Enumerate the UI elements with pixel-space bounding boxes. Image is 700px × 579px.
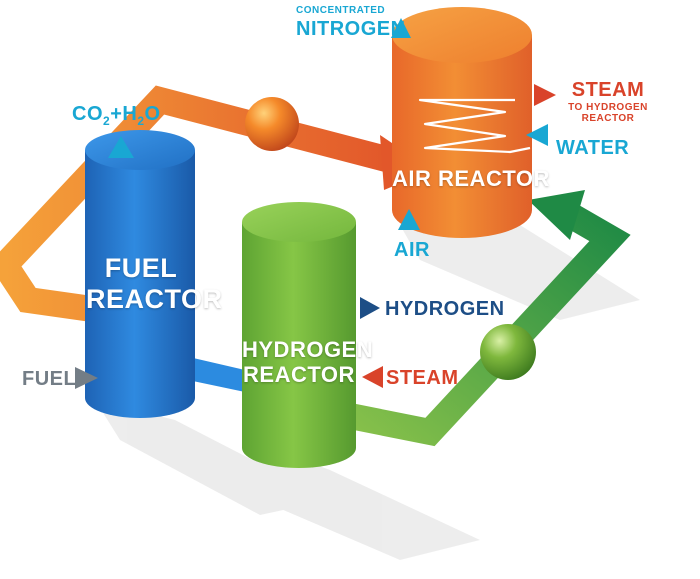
fuel-reactor-label-line2: REACTOR	[86, 284, 223, 315]
oxygen-carrier-ball-green	[480, 324, 536, 380]
heat-exchange-coil	[418, 98, 531, 154]
co2-h2o-up-icon	[108, 136, 134, 158]
oxygen-carrier-ball-orange	[245, 97, 299, 151]
air-reactor	[392, 7, 532, 238]
co2-h2o-sub2: 2	[137, 114, 145, 128]
steam-out-line1: STEAM	[571, 79, 645, 101]
steam-out-label: STEAM TO HYDROGEN REACTOR	[563, 80, 653, 124]
water-label: WATER	[556, 137, 630, 159]
concentrated-nitrogen-line1: CONCENTRATED	[296, 5, 386, 16]
fuel-reactor-label: FUEL REACTOR	[86, 253, 223, 315]
concentrated-nitrogen-line2: NITROGEN	[296, 18, 406, 40]
air-reactor-label: AIR REACTOR	[392, 166, 550, 191]
steam-in-left-icon	[362, 366, 383, 388]
hydrogen-reactor	[242, 202, 356, 468]
hydrogen-reactor-label: HYDROGEN REACTOR	[242, 337, 374, 388]
steam-out-line3: REACTOR	[581, 113, 635, 124]
fuel-reactor-label-line1: FUEL	[104, 253, 178, 283]
hydrogen-stream-label: HYDROGEN	[385, 298, 505, 320]
steam-out-line2: TO HYDROGEN	[568, 102, 648, 113]
air-label: AIR	[394, 239, 430, 261]
co2-h2o-co: CO	[72, 103, 103, 125]
steam-in-label: STEAM	[386, 367, 459, 389]
concentrated-nitrogen-label: CONCENTRATED NITROGEN	[296, 5, 406, 40]
hydrogen-right-icon	[360, 297, 380, 319]
fuel-reactor	[85, 130, 195, 418]
co2-h2o-end: O	[144, 103, 161, 125]
hydrogen-reactor-label-line1: HYDROGEN	[242, 337, 374, 362]
fuel-stream-label: FUEL	[22, 368, 77, 390]
air-up-icon	[398, 209, 420, 230]
co2-h2o-sub1: 2	[103, 114, 111, 128]
co2-h2o-label: CO2+H2O	[72, 104, 161, 127]
steam-out-right-icon	[534, 84, 556, 106]
fuel-right-icon	[75, 367, 98, 389]
co2-h2o-mid: +H	[110, 103, 138, 125]
drop-shadows	[95, 225, 640, 560]
water-left-icon	[526, 124, 548, 146]
hydrogen-reactor-label-line2: REACTOR	[243, 362, 355, 388]
concentrated-nitrogen-up-icon	[391, 18, 411, 38]
